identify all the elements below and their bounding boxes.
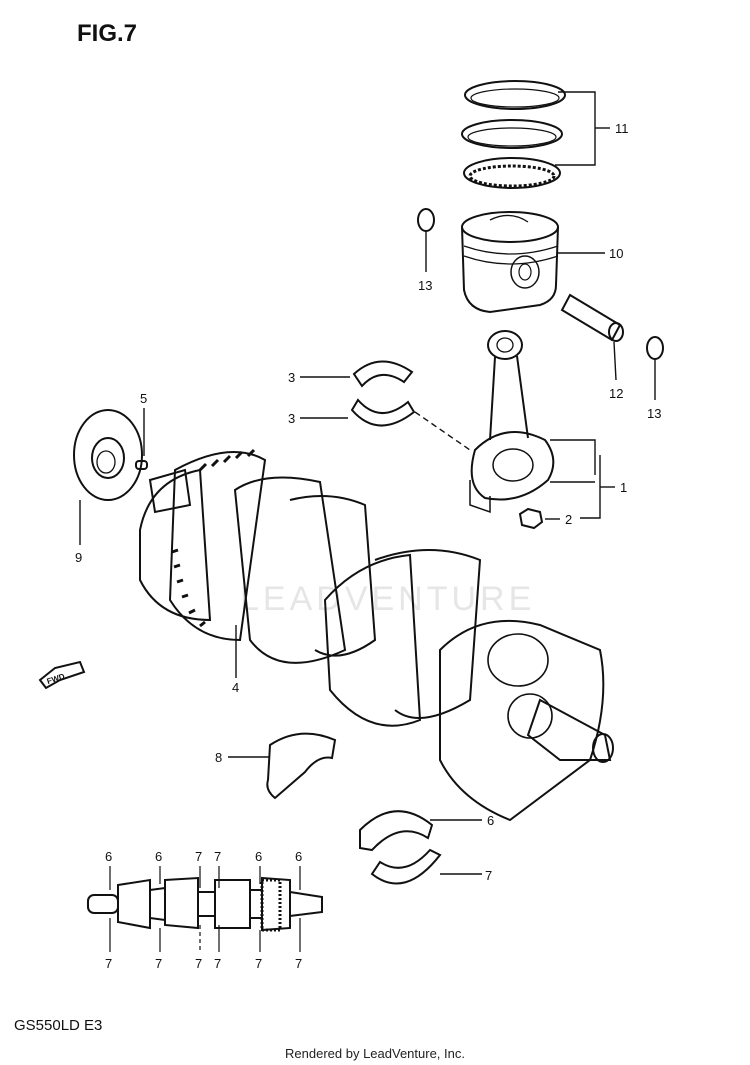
conrod-nut[interactable]: [518, 507, 544, 530]
inset-top-label: 6: [155, 849, 162, 864]
thrust-bearing[interactable]: [266, 732, 337, 800]
conrod-bearing-upper[interactable]: [352, 360, 414, 388]
callout-10: 10: [609, 246, 623, 261]
callout-6: 6: [487, 813, 494, 828]
inset-bottom-label: 7: [255, 956, 262, 971]
watermark: LEADVENTURE: [240, 580, 536, 618]
inset-top-label: 6: [255, 849, 262, 864]
inset-bottom-label: 7: [105, 956, 112, 971]
crank-bearing-lower[interactable]: [370, 848, 442, 885]
inset-top-label: 6: [295, 849, 302, 864]
callout-9: 9: [75, 550, 82, 565]
piston[interactable]: [461, 211, 559, 314]
inset-bottom-label: 7: [295, 956, 302, 971]
conrod-bearing-lower[interactable]: [350, 398, 416, 427]
callout-2: 2: [565, 512, 572, 527]
callout-5: 5: [140, 391, 147, 406]
inset-bottom-label: 7: [195, 956, 202, 971]
inset-top-label: 6: [105, 849, 112, 864]
fwd-arrow-icon: [38, 660, 86, 690]
dowel-pin[interactable]: [135, 460, 148, 470]
callout-12: 12: [609, 386, 623, 401]
callout-13-left: 13: [418, 278, 432, 293]
inset-bottom-label: 7: [155, 956, 162, 971]
connecting-rod[interactable]: [469, 330, 555, 514]
oil-seal[interactable]: [73, 409, 143, 501]
inset-bottom-label: 7: [214, 956, 221, 971]
callout-11: 11: [615, 121, 629, 136]
circlip-left[interactable]: [417, 208, 435, 232]
crank-bearing-upper[interactable]: [359, 810, 434, 852]
callout-7: 7: [485, 868, 492, 883]
callout-4: 4: [232, 680, 239, 695]
callout-13-right: 13: [647, 406, 661, 421]
footer-credit: Rendered by LeadVenture, Inc.: [285, 1046, 465, 1061]
piston-rings[interactable]: [461, 80, 566, 189]
inset-top-label: 7: [214, 849, 221, 864]
crankshaft[interactable]: [139, 448, 614, 822]
model-code: GS550LD E3: [14, 1017, 103, 1034]
crankshaft-inset: [87, 876, 323, 932]
callout-1: 1: [620, 480, 627, 495]
piston-pin[interactable]: [560, 293, 624, 342]
figure-title: FIG.7: [77, 20, 138, 47]
callout-3-upper: 3: [288, 370, 295, 385]
inset-top-label: 7: [195, 849, 202, 864]
circlip-right[interactable]: [646, 336, 664, 360]
callout-3-lower: 3: [288, 411, 295, 426]
callout-8: 8: [215, 750, 222, 765]
